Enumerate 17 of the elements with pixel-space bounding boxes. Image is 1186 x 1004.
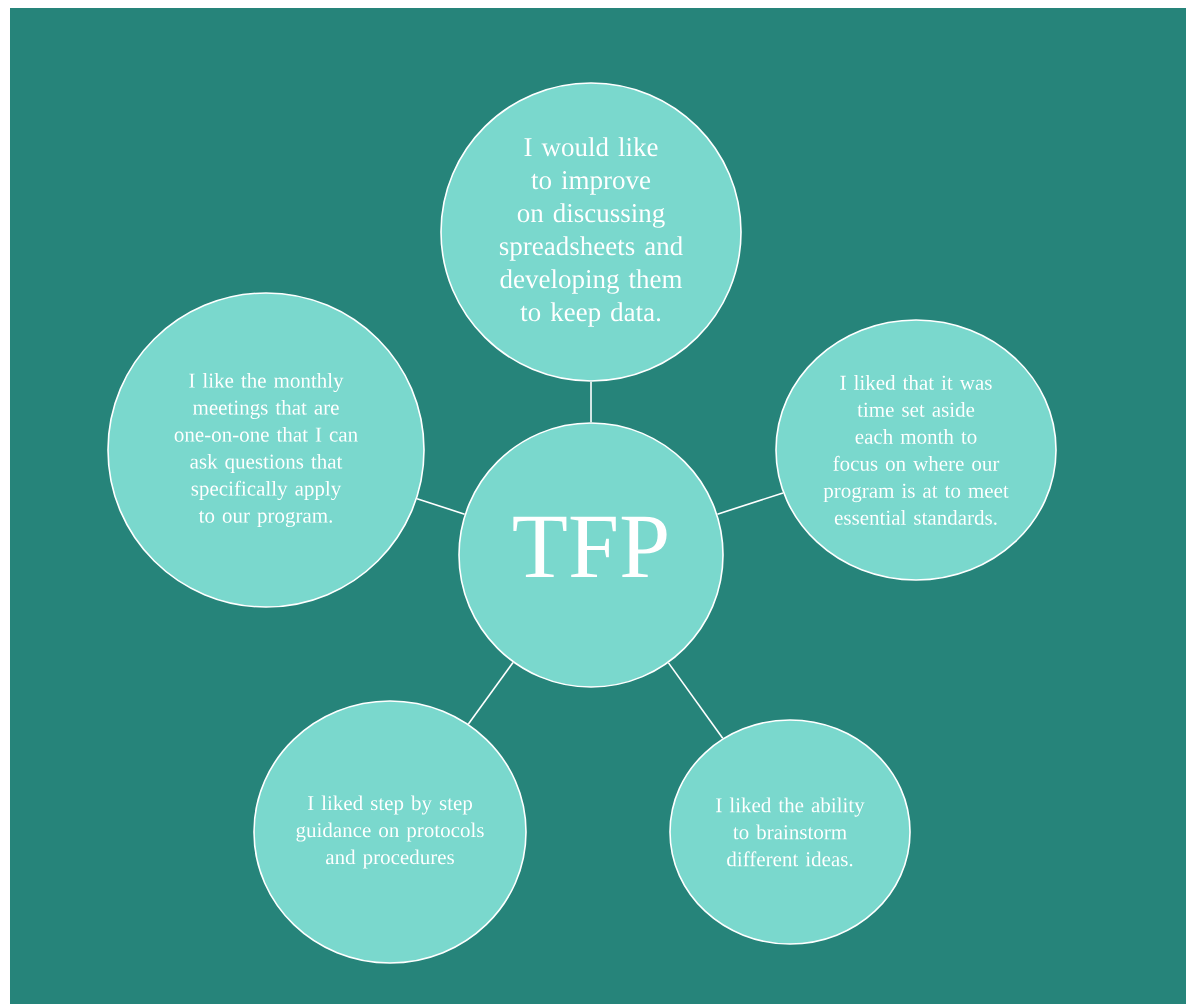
idea-circle [253, 700, 527, 964]
connector-line [467, 661, 514, 725]
circle-text: I would like to improve on discussing spreadsheets and developing them to keep data. [499, 137, 683, 327]
connector-line [416, 497, 466, 515]
center-label: TFP [513, 516, 667, 578]
idea-circle [440, 82, 742, 382]
center-circle [458, 422, 724, 688]
connector-line [590, 381, 592, 423]
idea-circle [669, 719, 911, 945]
idea-circle [775, 319, 1057, 581]
connector-line [716, 492, 784, 515]
connector-line [667, 662, 724, 740]
circle-text: I liked that it was time set aside each month to focus on where our program is at to meet essential standards. [823, 375, 1009, 525]
circle-text: I liked step by step guidance on protocols and procedures [296, 795, 484, 869]
idea-circle [107, 292, 425, 608]
circle-text: I liked the ability to brainstorm different ideas. [716, 797, 865, 867]
circle-text: I like the monthly meetings that are one-on-one that I can ask questions that specifically apply to our program. [174, 372, 358, 528]
